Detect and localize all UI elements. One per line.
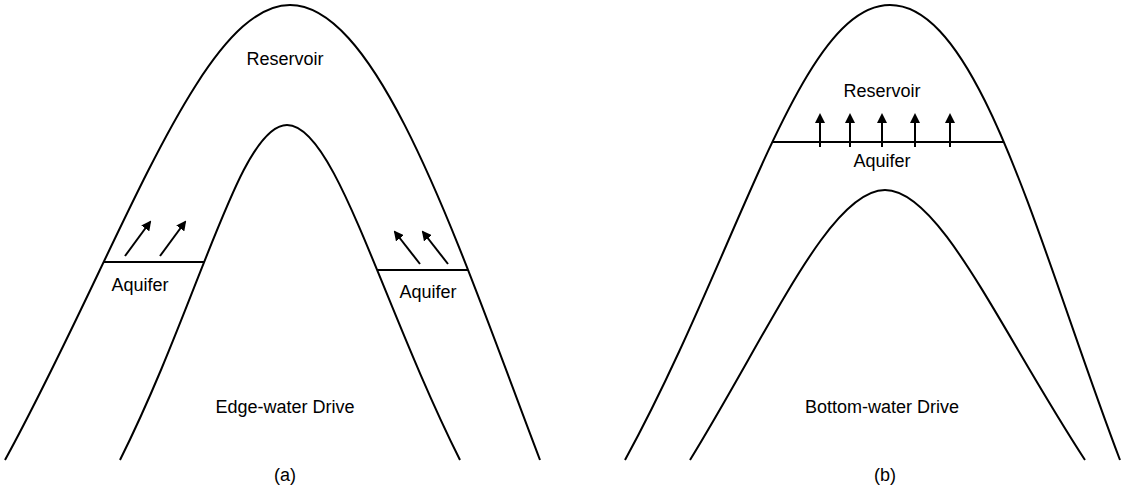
water-contact bbox=[0, 261, 260, 263]
figure-letter: (a) bbox=[274, 466, 296, 486]
inner-boundary bbox=[690, 190, 1085, 460]
flow-arrow bbox=[819, 115, 821, 147]
flow-arrow bbox=[160, 222, 185, 256]
diagram-caption: Edge-water Drive bbox=[215, 398, 354, 418]
flow-arrow bbox=[881, 115, 883, 147]
region-label: Reservoir bbox=[843, 82, 920, 102]
outer-boundary bbox=[5, 5, 540, 460]
flow-arrow bbox=[949, 115, 951, 147]
flow-arrow bbox=[914, 115, 916, 147]
flow-arrow bbox=[125, 222, 150, 256]
outer-boundary bbox=[625, 5, 1120, 460]
region-label: Aquifer bbox=[399, 283, 456, 303]
inner-boundary bbox=[120, 125, 460, 460]
region-label: Aquifer bbox=[111, 276, 168, 296]
diagram-caption: Bottom-water Drive bbox=[805, 398, 959, 418]
region-label: Reservoir bbox=[246, 50, 323, 70]
flow-arrow bbox=[395, 232, 420, 264]
water-contact bbox=[330, 269, 560, 271]
flow-arrow bbox=[423, 232, 448, 264]
figure-letter: (b) bbox=[874, 466, 896, 486]
water-contact bbox=[700, 141, 1100, 143]
flow-arrow bbox=[849, 115, 851, 147]
region-label: Aquifer bbox=[853, 152, 910, 172]
